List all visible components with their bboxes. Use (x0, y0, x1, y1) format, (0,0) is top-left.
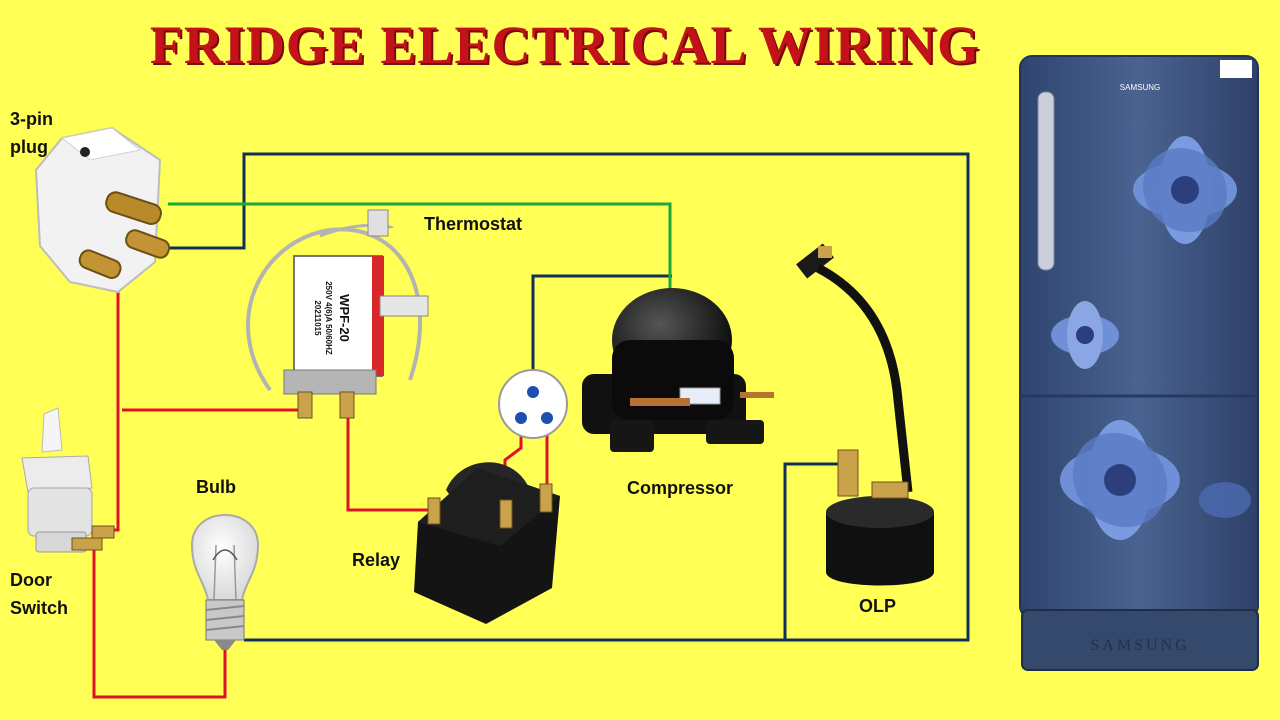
flower-top (1133, 136, 1237, 244)
refrigerator: SAMSUNG SAMSUNG (1019, 55, 1259, 671)
compressor (582, 288, 774, 452)
thermostat-rating: 250V 4(6)A 50/60HZ (324, 281, 333, 355)
fridge-brand-top: SAMSUNG (1120, 83, 1160, 92)
relay (414, 462, 560, 624)
thermostat-code: 20211015 (313, 300, 322, 336)
flower-middle (1051, 301, 1119, 369)
thermostat-model: WPF-20 (337, 294, 352, 342)
compressor-terminal (498, 369, 568, 439)
plug-label-line2: plug (10, 137, 48, 157)
page-title: FRIDGE ELECTRICAL WIRING (149, 15, 981, 75)
plug-label-line1: 3-pin (10, 109, 53, 129)
fridge-brand-bottom: SAMSUNG (1090, 637, 1189, 654)
thermostat-label: Thermostat (424, 214, 523, 234)
compressor-label: Compressor (627, 478, 734, 498)
door-switch (21, 407, 115, 553)
olp-label: OLP (859, 596, 897, 616)
relay-label: Relay (352, 550, 401, 570)
flower-bottom (1060, 420, 1180, 540)
neutral-wire (160, 152, 970, 642)
thermostat: WPF-20 250V 4(6)A 50/60HZ 20211015 (246, 209, 429, 419)
bulb-label: Bulb (196, 477, 236, 497)
olp (796, 243, 934, 586)
door-switch-label-line1: Door (10, 570, 52, 590)
bulb (190, 514, 260, 650)
door-switch-label-line2: Switch (10, 598, 69, 618)
earth-wire (168, 202, 672, 296)
three-pin-plug (34, 126, 171, 294)
plug-screw-icon (80, 147, 90, 157)
